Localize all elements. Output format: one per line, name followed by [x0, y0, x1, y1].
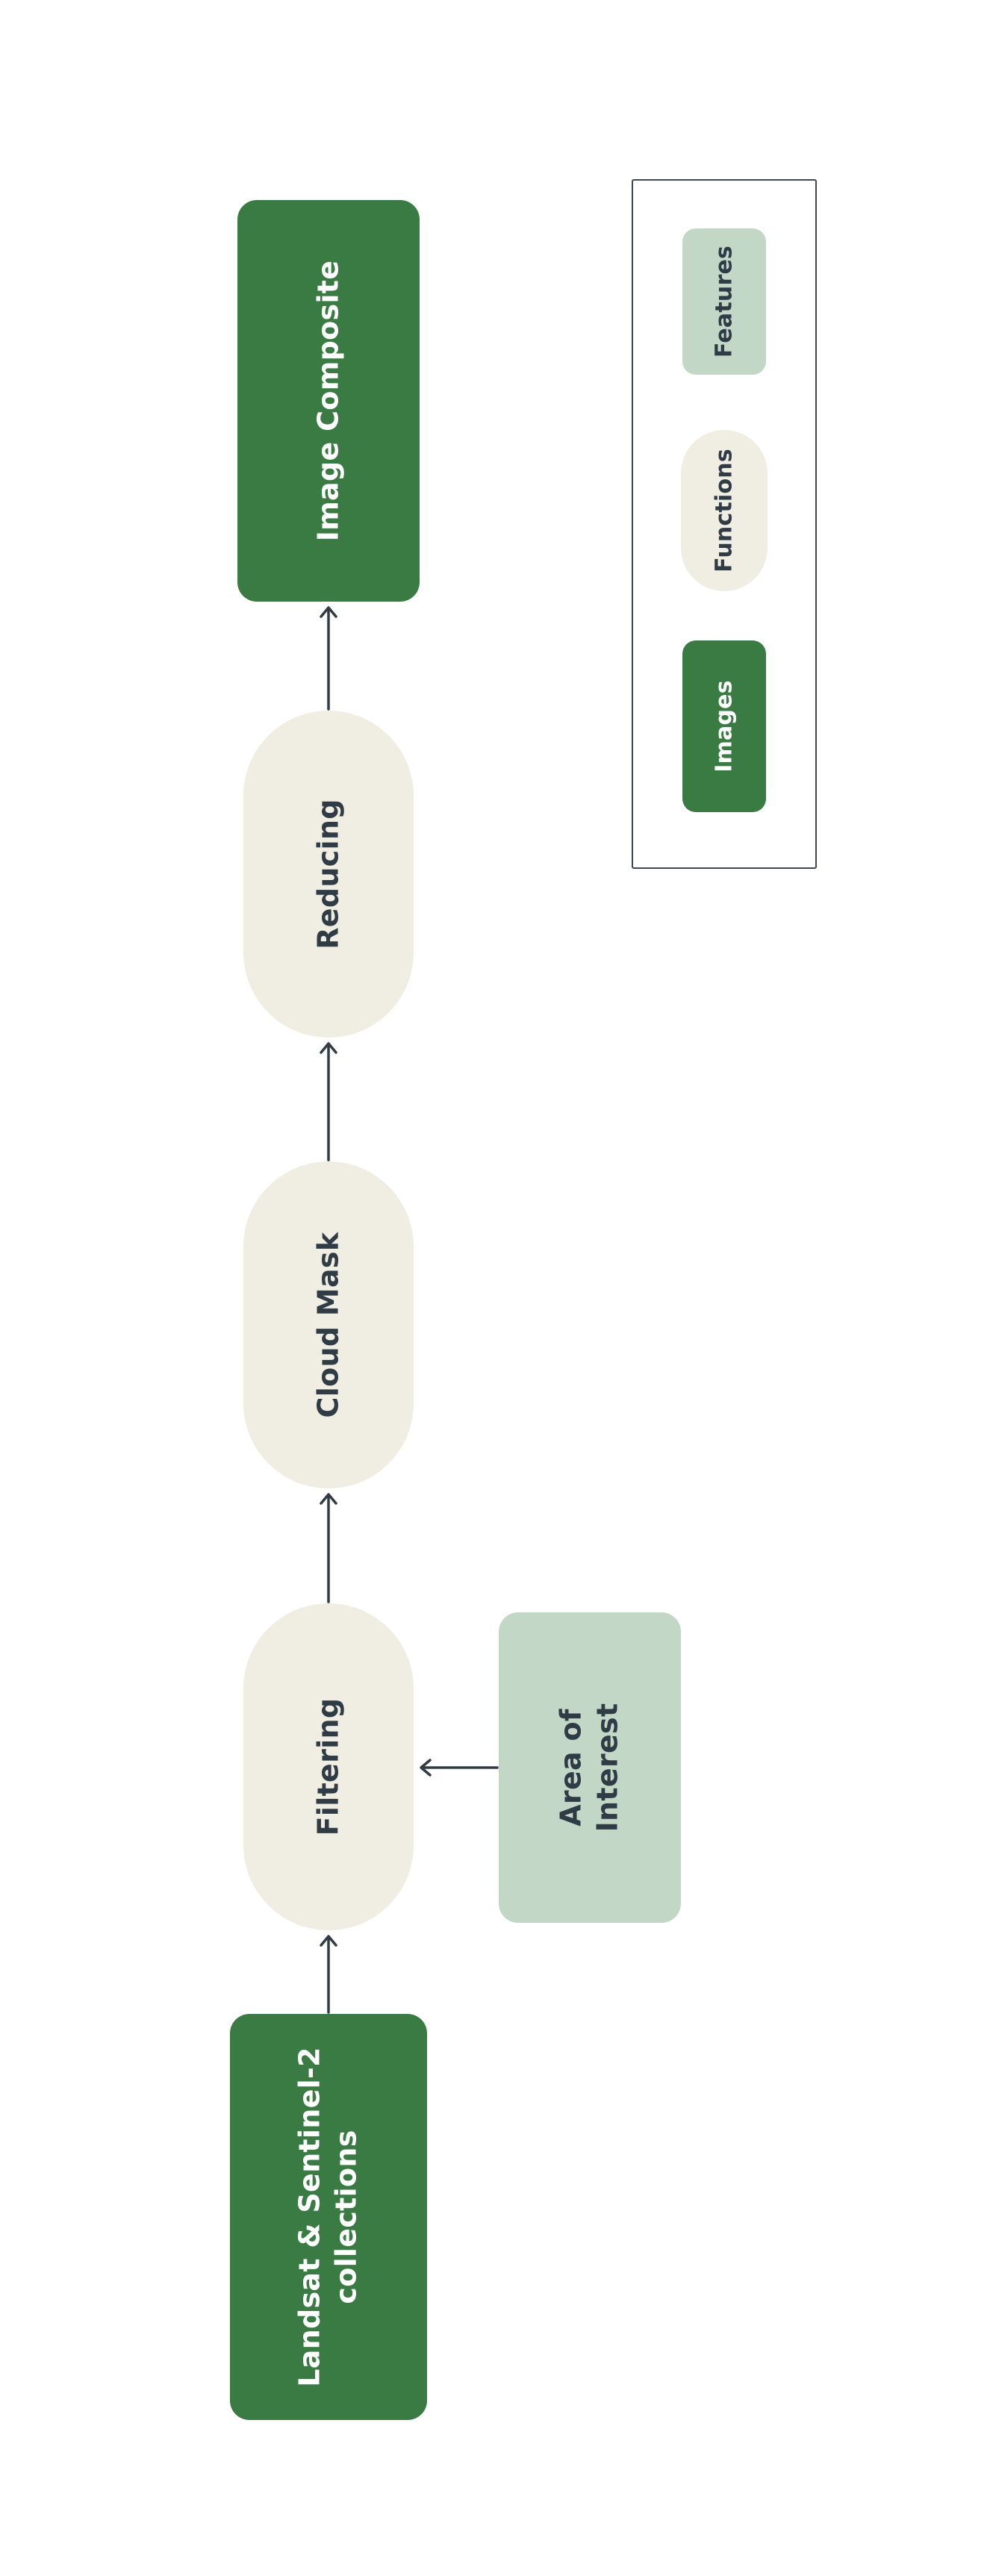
node-image-composite-label: Image Composite — [311, 260, 345, 542]
legend-item-features-label: Features — [711, 245, 738, 358]
legend-item-images: Images — [682, 640, 766, 812]
legend-item-features: Features — [682, 228, 766, 375]
arrow-aoi-to-filtering — [420, 1759, 499, 1777]
node-cloud-mask-label: Cloud Mask — [311, 1232, 345, 1418]
legend-item-functions: Functions — [681, 430, 768, 591]
node-reducing: Reducing — [243, 711, 414, 1038]
node-area-of-interest-label-line2: Interest — [591, 1703, 624, 1833]
node-area-of-interest-label-line1: Area of — [554, 1709, 588, 1827]
arrow-reducing-to-composite — [320, 606, 337, 711]
node-filtering-label: Filtering — [311, 1697, 345, 1836]
node-area-of-interest: Area of Interest — [499, 1612, 681, 1923]
node-collections-label-line2: collections — [330, 2130, 363, 2304]
legend-item-images-label: Images — [711, 680, 738, 773]
node-cloud-mask: Cloud Mask — [243, 1161, 414, 1488]
legend-item-functions-label: Functions — [711, 449, 738, 573]
node-reducing-label: Reducing — [311, 799, 345, 949]
arrow-filtering-to-cloud-mask — [320, 1493, 337, 1603]
arrow-collections-to-filtering — [320, 1935, 337, 2014]
node-filtering: Filtering — [243, 1603, 414, 1930]
node-landsat-sentinel2-collections: Landsat & Sentinel-2 collections — [230, 2014, 427, 2420]
arrow-cloud-mask-to-reducing — [320, 1042, 337, 1161]
node-image-composite: Image Composite — [237, 200, 420, 602]
node-collections-label-line1: Landsat & Sentinel-2 — [293, 2047, 326, 2387]
